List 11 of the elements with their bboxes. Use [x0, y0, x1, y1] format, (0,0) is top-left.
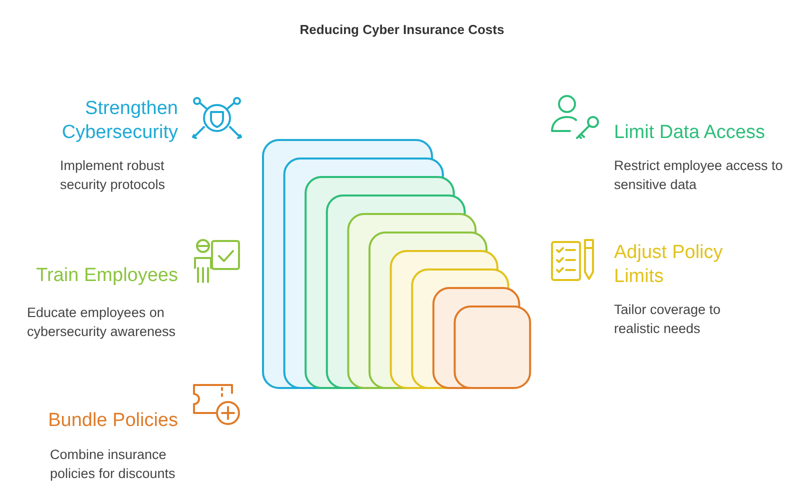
heading: Bundle Policies — [47, 409, 178, 433]
heading: Limit Data Access — [614, 121, 766, 145]
description: Restrict employee access to sensitive data — [614, 157, 784, 194]
title: Reducing Cyber Insurance Costs — [298, 22, 506, 38]
heading: Adjust Policy Limits — [614, 241, 724, 289]
heading: Strengthen Cybersecurity — [60, 97, 178, 145]
heading: Train Employees — [35, 264, 178, 288]
description: Implement robust security protocols — [60, 157, 166, 194]
description: Combine insurance policies for discounts — [50, 446, 176, 483]
description: Educate employees on cybersecurity awareness — [27, 304, 177, 341]
description: Tailor coverage to realistic needs — [614, 301, 722, 338]
